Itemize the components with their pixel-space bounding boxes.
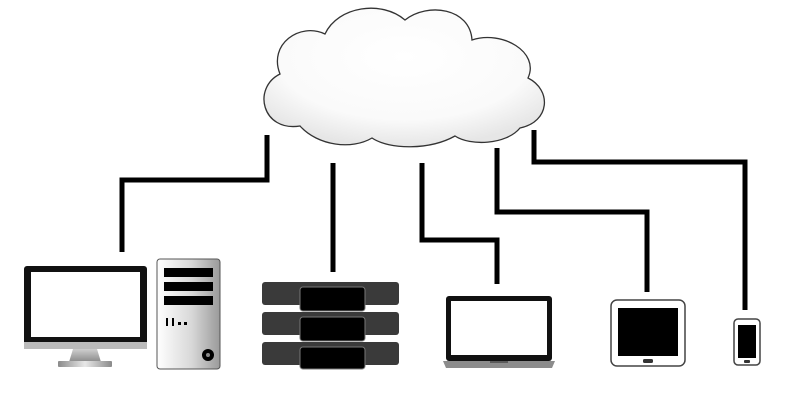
cloud-icon <box>263 7 545 148</box>
link-desktop <box>119 135 270 252</box>
link-tablet <box>494 148 650 292</box>
server-rack-icon <box>262 282 399 370</box>
connection-lines <box>119 130 748 310</box>
link-laptop <box>419 163 500 284</box>
tower-pc-icon <box>156 258 221 370</box>
laptop-icon <box>443 296 555 368</box>
smartphone-icon <box>733 318 761 366</box>
tablet-icon <box>610 299 686 367</box>
desktop-monitor-icon <box>24 266 147 367</box>
link-smartphone <box>531 130 748 310</box>
